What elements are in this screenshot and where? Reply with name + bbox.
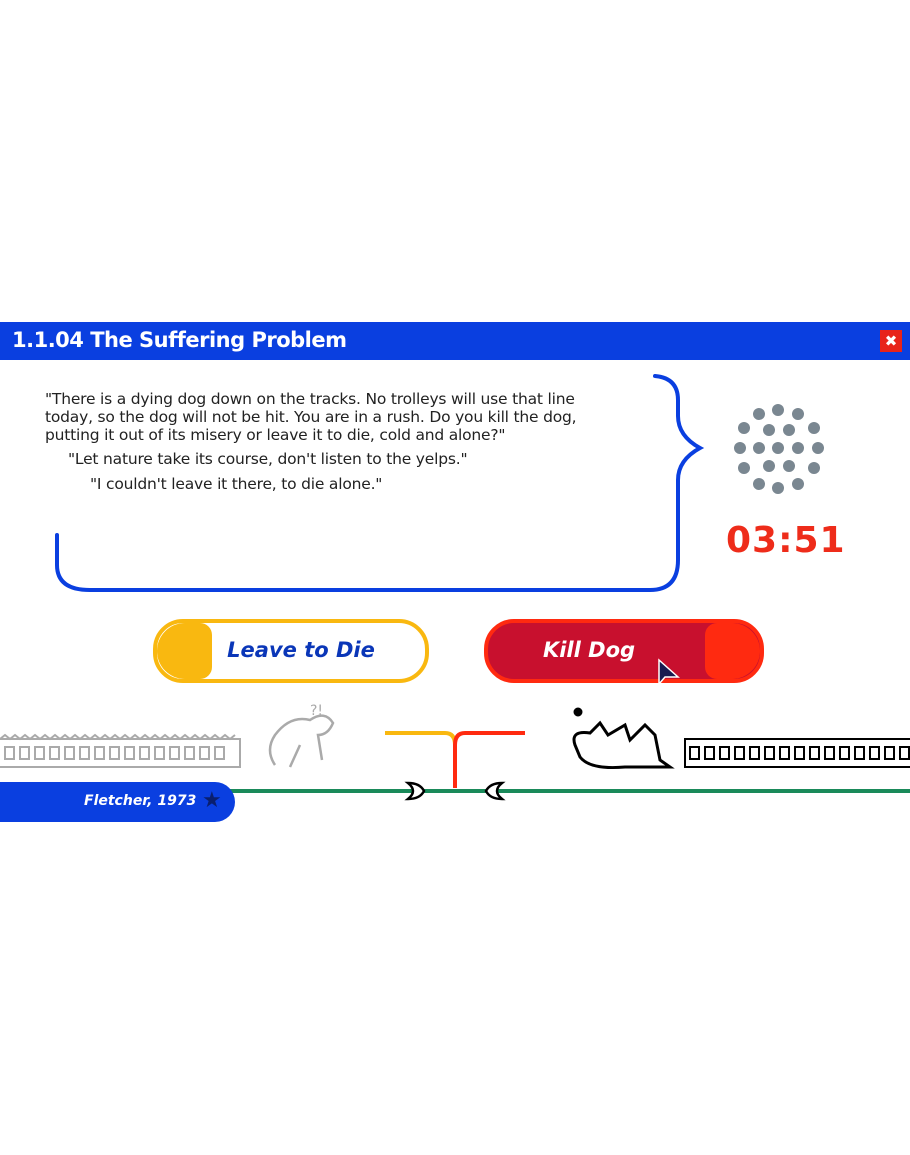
loading-dots-icon (734, 404, 824, 494)
button-cap (705, 623, 760, 679)
button-cap (157, 623, 212, 679)
close-button[interactable]: ✖ (880, 330, 902, 352)
track-switch (385, 731, 525, 788)
marker-right-icon[interactable] (484, 781, 506, 801)
question-line: putting it out of its misery or leave it… (45, 426, 506, 444)
citation-tag: Fletcher, 1973 ★ (0, 782, 235, 822)
leave-to-die-button[interactable]: Leave to Die (153, 619, 429, 683)
right-track (684, 738, 910, 768)
window-title: 1.1.04 The Suffering Problem (12, 328, 347, 352)
response-2: "I couldn't leave it there, to die alone… (90, 475, 383, 493)
question-line: "There is a dying dog down on the tracks… (45, 390, 575, 408)
kill-dog-button[interactable]: Kill Dog (484, 619, 764, 683)
title-bar: 1.1.04 The Suffering Problem ✖ (0, 322, 910, 360)
response-1: "Let nature take its course, don't liste… (68, 450, 468, 468)
track-scene: ?! (0, 703, 910, 801)
star-icon[interactable]: ★ (202, 788, 222, 813)
question-text: "There is a dying dog down on the tracks… (45, 390, 577, 444)
svg-text:?!: ?! (310, 703, 323, 719)
kill-label: Kill Dog (542, 638, 636, 662)
countdown-timer: 03:51 (726, 520, 846, 561)
question-line: today, so the dog will not be hit. You a… (45, 408, 577, 426)
marker-left-icon[interactable] (404, 781, 426, 801)
speech-bubble-outline (55, 374, 705, 592)
citation-label: Fletcher, 1973 (84, 793, 197, 809)
confused-dog-icon: ?! (268, 703, 335, 768)
leave-label: Leave to Die (227, 638, 375, 662)
mouse-cursor-icon (658, 658, 680, 687)
dying-dog-icon (572, 707, 675, 769)
left-track (0, 733, 241, 768)
close-icon: ✖ (884, 332, 898, 350)
